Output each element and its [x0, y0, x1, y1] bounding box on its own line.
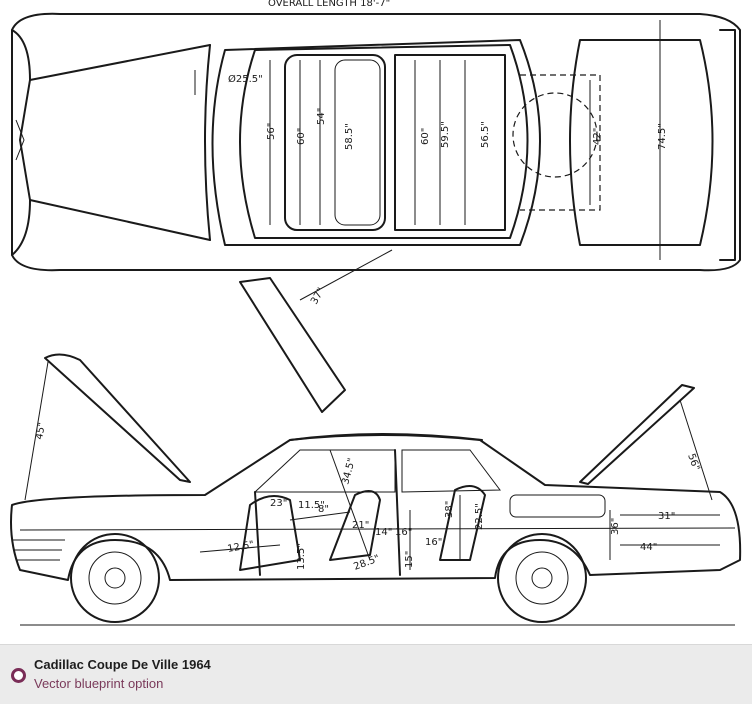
dim-side-2: 11.5" — [298, 500, 325, 511]
dim-top-3: 54" — [316, 108, 327, 125]
dim-side-10: 36" — [610, 518, 621, 535]
caption-bar: Cadillac Coupe De Ville 1964 Vector blue… — [0, 644, 752, 704]
dim-side-15: 16" — [425, 537, 442, 548]
open-door: 37" — [239, 249, 393, 413]
dim-hood-height: 45" — [34, 422, 48, 441]
dim-trunk-open: 56" — [685, 452, 701, 472]
dim-side-3: 8" — [318, 504, 329, 515]
dim-side-4: 23" — [270, 498, 287, 509]
dim-top-8: 42" — [592, 128, 603, 145]
radio-marker-icon[interactable] — [11, 668, 26, 683]
dim-top-1: 56" — [266, 123, 277, 140]
dim-side-17: 12.5" — [227, 539, 255, 554]
dim-top-5: 60" — [420, 128, 431, 145]
caption-subtitle[interactable]: Vector blueprint option — [34, 676, 164, 691]
dim-side-5: 21" — [352, 520, 369, 531]
dim-side-12: 44" — [640, 542, 657, 553]
dim-side-14: 15" — [404, 551, 415, 568]
dim-top-7: 56.5" — [480, 121, 491, 148]
dim-side-6: 14" — [375, 527, 392, 538]
dim-side-16: 13.5" — [296, 543, 307, 570]
overall-length-label: OVERALL LENGTH 18'-7" — [268, 0, 390, 9]
dim-side-7: 16" — [395, 527, 412, 538]
dim-top-4: 58.5" — [344, 123, 355, 150]
dim-side-9: 22.5" — [474, 503, 485, 530]
dim-top-2: 60" — [296, 128, 307, 145]
dim-side-8: 38" — [444, 501, 455, 518]
side-view: 45" 56" — [10, 353, 742, 626]
dim-top-10: Ø25.5" — [228, 73, 263, 85]
dim-side-1: 34.5" — [340, 457, 358, 486]
blueprint-drawing: OVERALL LENGTH 18'-7" — [10, 0, 742, 626]
dim-side-11: 31" — [658, 511, 675, 522]
top-view: OVERALL LENGTH 18'-7" — [11, 0, 741, 272]
caption-title[interactable]: Cadillac Coupe De Ville 1964 — [34, 657, 211, 672]
dim-top-6: 59.5" — [440, 121, 451, 148]
dim-door-swing: 37" — [309, 286, 327, 307]
dim-top-9: 74.5" — [657, 123, 668, 150]
